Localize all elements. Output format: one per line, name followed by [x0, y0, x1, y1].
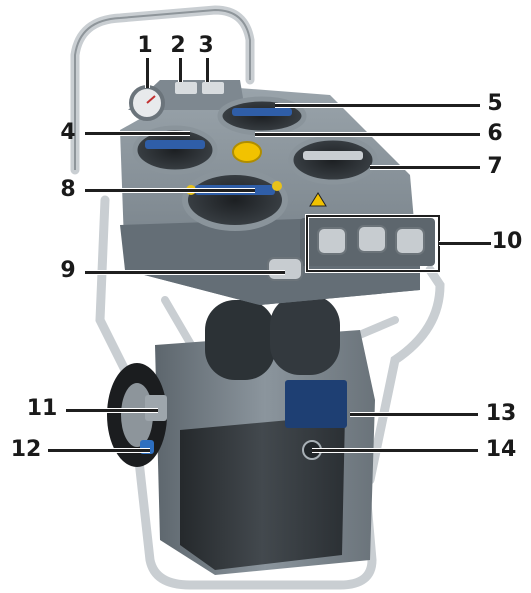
leader-4 [85, 131, 190, 136]
callout-5: 5 [487, 91, 503, 116]
leader-13 [350, 412, 478, 417]
callout-3: 3 [198, 33, 214, 58]
callout-10: 10 [491, 229, 523, 254]
leader-6 [255, 132, 480, 137]
callout-7: 7 [487, 154, 503, 179]
lower-cabinet [155, 330, 375, 575]
leader-2 [178, 58, 183, 82]
callout-13: 13 [485, 401, 517, 426]
callout-12: 12 [10, 437, 42, 462]
leader-8 [85, 188, 255, 193]
callout-2: 2 [170, 33, 186, 58]
outlet-coupling [267, 257, 303, 281]
callout-14: 14 [485, 437, 517, 462]
indicator-window-2 [175, 82, 197, 94]
indicator-window-3 [202, 82, 224, 94]
leader-1 [145, 58, 150, 88]
filter-cylinders [205, 295, 340, 380]
trolley-handle [70, 5, 255, 175]
leader-5 [275, 103, 480, 108]
callout-4: 4 [60, 120, 76, 145]
leader-12 [48, 448, 150, 453]
callout-1: 1 [137, 33, 153, 58]
logo-plate [285, 380, 347, 428]
centre-button [232, 141, 262, 163]
leader-10 [439, 241, 491, 246]
leader-11 [66, 408, 158, 413]
cartridge-wells [132, 96, 378, 231]
callout-11: 11 [26, 396, 58, 421]
callout-8: 8 [60, 177, 76, 202]
leader-9 [85, 270, 285, 275]
warning-triangle [309, 192, 327, 207]
leader-7 [370, 165, 480, 170]
front-couplings [267, 218, 435, 281]
leader-3 [205, 58, 210, 82]
leader-14 [312, 448, 478, 453]
callout-9: 9 [60, 258, 76, 283]
callout-6: 6 [487, 121, 503, 146]
